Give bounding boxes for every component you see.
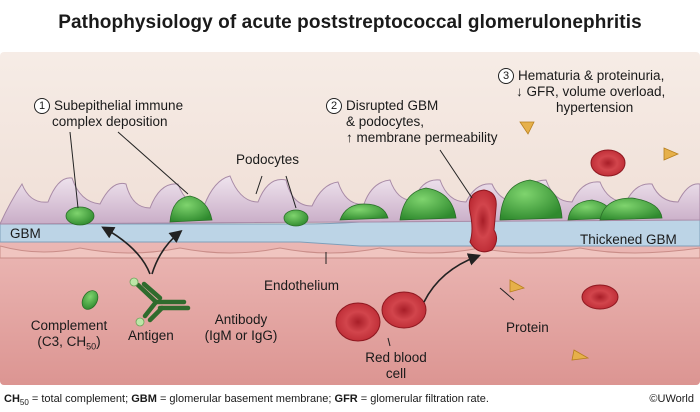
- antigen-label: Antigen: [128, 328, 174, 343]
- complement-label: Complement (C3, CH50): [30, 318, 108, 352]
- glomerulus-illustration: [0, 52, 700, 385]
- step3-number: 3: [498, 68, 514, 84]
- antibody-label: Antibody (IgM or IgG): [204, 312, 278, 343]
- antibody-antigen-complex: [135, 281, 191, 323]
- step1-number: 1: [34, 98, 50, 114]
- rbc-urine: [590, 149, 626, 177]
- thickened-gbm-label: Thickened GBM: [580, 232, 677, 247]
- complement-molecule: [81, 290, 99, 310]
- footer-legend: CH50 = total complement; GBM = glomerula…: [4, 393, 489, 408]
- protein-label: Protein: [506, 320, 549, 335]
- podocytes-label: Podocytes: [236, 152, 300, 167]
- page-title: Pathophysiology of acute poststreptococc…: [58, 12, 642, 33]
- rbc-label: Red blood cell: [365, 350, 427, 381]
- endothelium-layer: [0, 245, 700, 259]
- rbc-lumen: [335, 284, 619, 342]
- callout-lines: [69, 131, 515, 347]
- step2-number: 2: [326, 98, 342, 114]
- immune-complex-deposits: [65, 179, 663, 227]
- antigen-dots: [129, 277, 145, 327]
- copyright: ©UWorld: [649, 393, 694, 405]
- endothelium-label: Endothelium: [264, 278, 340, 293]
- gbm-label: GBM: [10, 226, 41, 241]
- deposition-arrows: [101, 226, 482, 303]
- rbc-crossing-gbm: [468, 189, 498, 253]
- protein-particles: [509, 121, 680, 361]
